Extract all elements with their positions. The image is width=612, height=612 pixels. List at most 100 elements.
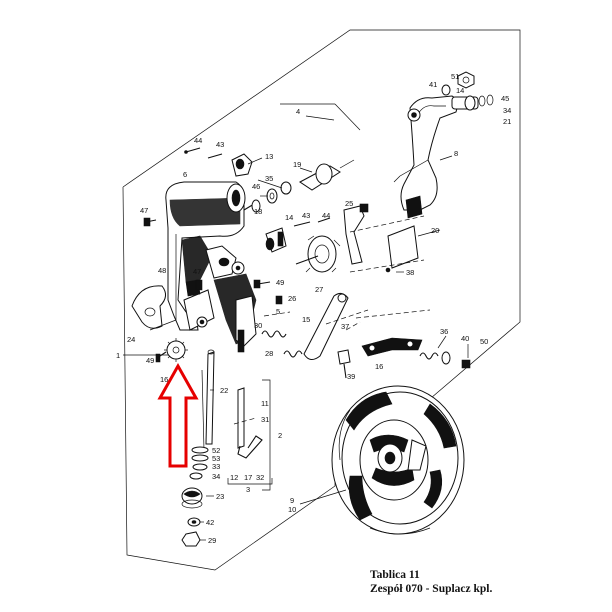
callout-13: 13 <box>265 152 273 161</box>
callout-41: 41 <box>429 80 437 89</box>
callout-25: 25 <box>345 199 353 208</box>
part-2-bracket <box>262 379 271 491</box>
callout-46: 46 <box>252 182 260 191</box>
callout-32: 32 <box>256 473 264 482</box>
callout-14: 14 <box>456 86 464 95</box>
callout-49: 49 <box>276 278 284 287</box>
callout-30: 30 <box>254 321 262 330</box>
part-13-cam <box>231 153 263 177</box>
callout-1: 1 <box>116 351 120 360</box>
caption-title: Tablica 11 <box>370 569 420 581</box>
callout-47: 47 <box>193 267 201 276</box>
part-49-screw-b <box>155 351 167 363</box>
part-44-pin-b <box>317 217 331 223</box>
highlight-arrow <box>157 362 199 468</box>
callout-47: 47 <box>140 206 148 215</box>
part-9-rotary-hook <box>331 385 465 535</box>
part-33-washer <box>192 463 208 471</box>
part-42-washer <box>187 517 201 527</box>
callout-16: 16 <box>160 375 168 384</box>
callout-15: 15 <box>302 315 310 324</box>
callout-labels: 51 41 14 45 34 21 4 8 44 43 13 19 35 46 … <box>116 72 511 545</box>
part-3-bracket <box>227 478 273 485</box>
part-14-bushing <box>265 227 287 253</box>
callout-8: 8 <box>454 149 458 158</box>
callout-4: 4 <box>296 107 300 116</box>
callout-26: 26 <box>288 294 296 303</box>
part-16-sprocket <box>164 338 188 362</box>
part-43-pin-a <box>207 153 223 159</box>
callout-35: 35 <box>265 174 273 183</box>
part-5 <box>263 311 291 317</box>
part-51-nut <box>457 71 475 89</box>
callout-45: 45 <box>501 94 509 103</box>
callout-3: 3 <box>246 485 250 494</box>
callout-36: 36 <box>440 327 448 336</box>
part-35-ring <box>280 181 292 195</box>
callout-16: 16 <box>375 362 383 371</box>
part-19-spindle <box>299 159 355 191</box>
part-27-gear <box>295 235 341 273</box>
callout-21: 21 <box>503 117 511 126</box>
part-26-screw <box>275 295 283 305</box>
callout-31: 31 <box>261 415 269 424</box>
part-25-bracket <box>343 203 369 265</box>
part-15-lever <box>303 292 369 360</box>
part-41-washer <box>441 84 451 96</box>
part-24-bracket <box>131 285 177 331</box>
part-47-screw-b <box>195 279 203 291</box>
part-18-rod <box>243 199 261 213</box>
part-52-washer <box>191 446 209 454</box>
part-29-nut <box>181 531 201 547</box>
part-6-housing <box>165 181 257 353</box>
callout-39: 39 <box>347 372 355 381</box>
callout-49: 49 <box>146 356 154 365</box>
part-23-gear <box>181 487 203 509</box>
callout-18: 18 <box>254 207 262 216</box>
callout-48: 48 <box>158 266 166 275</box>
part-11-shaft <box>237 387 245 449</box>
callout-6: 6 <box>183 170 187 179</box>
leader-lines <box>200 115 469 541</box>
part-22-shaft <box>201 349 215 451</box>
part-36-spring <box>419 352 439 360</box>
part-39-pin <box>337 349 351 379</box>
caption-subtitle: Zespół 070 - Suplacz kpl. <box>370 583 493 595</box>
callout-51: 51 <box>451 72 459 81</box>
callout-2: 2 <box>278 431 282 440</box>
callout-53: 53 <box>212 454 220 463</box>
callout-43: 43 <box>216 140 224 149</box>
part-49-screw-a <box>253 279 271 289</box>
callout-42: 42 <box>206 518 214 527</box>
part-40-ring <box>441 351 451 365</box>
callout-40: 40 <box>461 334 469 343</box>
callout-52: 52 <box>212 446 220 455</box>
part-37 <box>345 321 361 331</box>
part-53-washer <box>191 454 209 462</box>
callout-17: 17 <box>244 473 252 482</box>
callout-27: 27 <box>315 285 323 294</box>
callout-34: 34 <box>212 472 220 481</box>
callout-28: 28 <box>265 349 273 358</box>
part-34-washer <box>189 472 203 480</box>
callout-38: 38 <box>406 268 414 277</box>
part-46-ring <box>266 188 278 204</box>
part-8-lever <box>439 155 453 161</box>
callout-11: 11 <box>261 399 269 408</box>
callout-20: 20 <box>431 226 439 235</box>
part-44-pin-a <box>184 147 201 154</box>
part-50-screw <box>461 359 471 369</box>
part-28-spring <box>283 350 303 358</box>
callout-23: 23 <box>216 492 224 501</box>
callout-37: 37 <box>341 322 349 331</box>
part-4-arm <box>393 95 458 219</box>
caption-block: Tablica 11 Zespół 070 - Suplacz kpl. <box>370 568 492 596</box>
callout-50: 50 <box>480 337 488 346</box>
callout-22: 22 <box>220 386 228 395</box>
callout-14: 14 <box>285 213 293 222</box>
assembly-frame <box>122 29 521 571</box>
part-31-hook <box>233 417 263 459</box>
callout-12: 12 <box>230 473 238 482</box>
part-47-screw-a <box>143 217 157 227</box>
